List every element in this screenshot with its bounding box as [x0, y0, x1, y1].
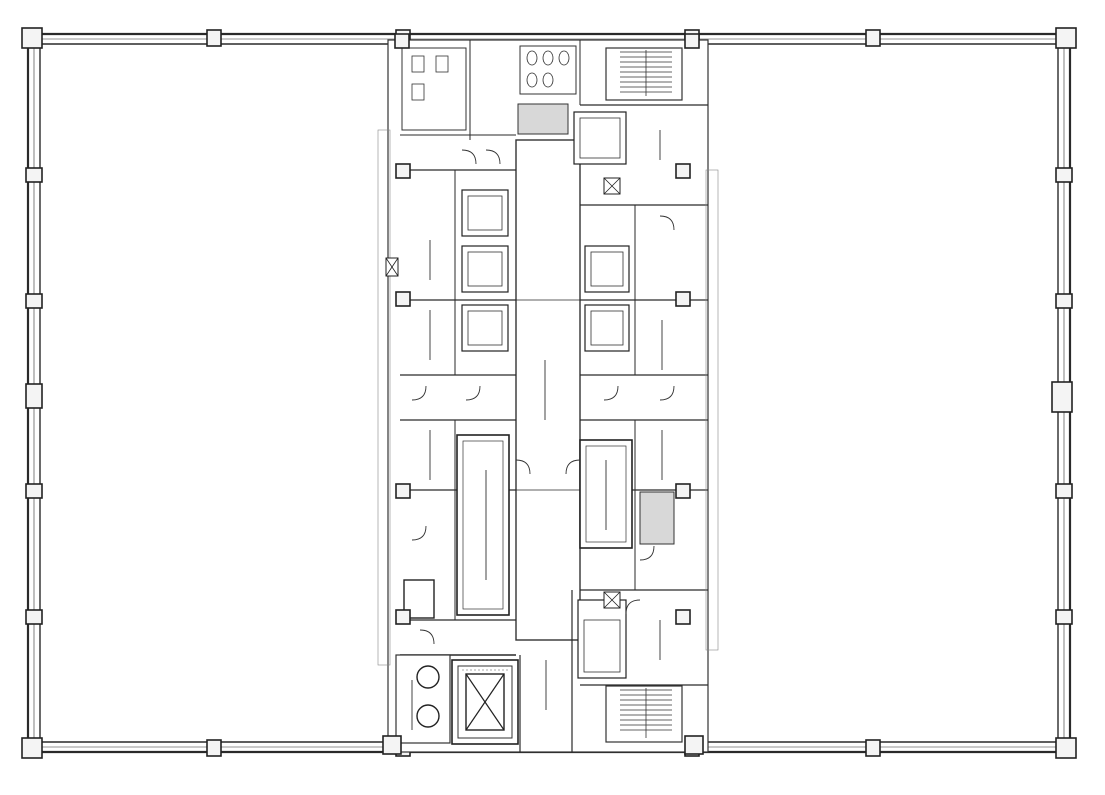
- stairs-bottom: [605, 685, 683, 743]
- elevators-right: [573, 111, 630, 679]
- perimeter-columns: [21, 27, 1077, 759]
- core-block: [387, 39, 709, 753]
- elevator-pit: [451, 659, 519, 745]
- core-columns: [382, 33, 704, 755]
- core-side-panels: [377, 129, 719, 666]
- door-swings: [411, 149, 675, 645]
- x-boxes: [385, 177, 621, 609]
- room-label-marks: [411, 130, 663, 730]
- stairs-top: [605, 47, 683, 101]
- elevators-left: [461, 189, 509, 352]
- toilet-fixtures: [401, 45, 577, 131]
